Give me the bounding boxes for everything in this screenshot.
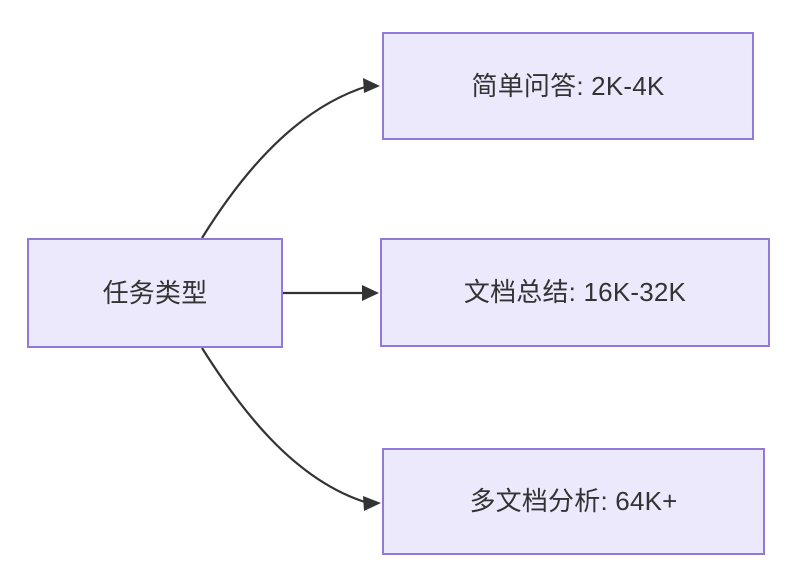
node-task-type[interactable]: 任务类型 xyxy=(27,238,283,348)
node-document-summary[interactable]: 文档总结: 16K-32K xyxy=(380,238,770,347)
edge-source-to-task-1 xyxy=(201,78,380,239)
arrowhead-icon-task-3 xyxy=(363,496,381,511)
node-simple-qa-label: 简单问答: 2K-4K xyxy=(471,70,665,101)
node-multi-document-analysis-label: 多文档分析: 64K+ xyxy=(469,486,678,517)
edge-source-to-task-2 xyxy=(283,285,379,301)
node-document-summary-label: 文档总结: 16K-32K xyxy=(463,277,687,308)
edge-source-to-task-3-line xyxy=(201,347,369,505)
edge-source-to-task-1-line xyxy=(201,84,369,239)
node-task-type-label: 任务类型 xyxy=(102,277,208,308)
arrowhead-icon-task-1 xyxy=(363,78,380,93)
node-simple-qa[interactable]: 简单问答: 2K-4K xyxy=(382,32,754,140)
node-multi-document-analysis[interactable]: 多文档分析: 64K+ xyxy=(382,448,765,555)
arrowhead-icon-task-2 xyxy=(362,285,379,301)
edge-source-to-task-3 xyxy=(201,347,381,511)
